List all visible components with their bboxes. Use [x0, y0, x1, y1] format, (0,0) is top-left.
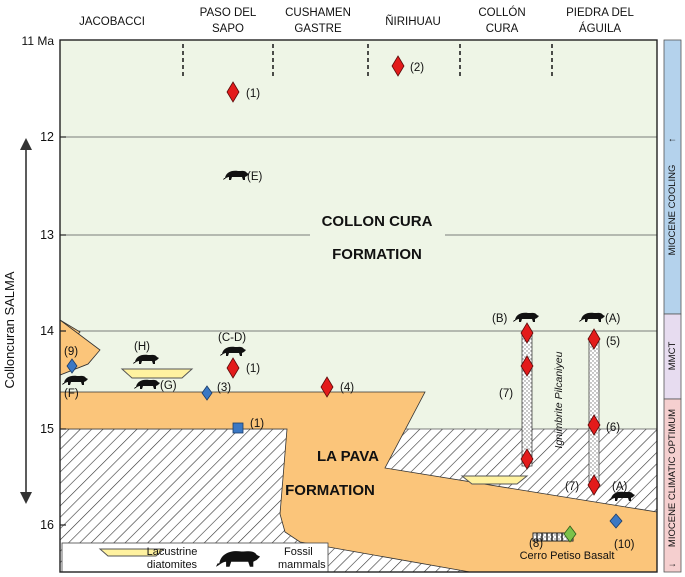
mammal-label-h: (H): [134, 341, 150, 353]
collon-cura-formation-label-2: FORMATION: [332, 246, 422, 263]
column-header-collon-cura-2: CURA: [486, 23, 519, 35]
ref-label-1-paso-upper: (1): [246, 88, 260, 100]
ref-label-8: (8): [529, 538, 543, 550]
time-tick-16: 16: [40, 518, 54, 532]
ignimbrite-column-piedra-del-aguila: [588, 339, 600, 483]
climate-band-optimum: [663, 398, 682, 573]
column-header-cushamen-2: GASTRE: [294, 23, 342, 35]
climate-label-mmct: MMCT: [667, 342, 678, 371]
ref-label-4: (4): [340, 382, 354, 394]
collon-cura-formation-label-1: COLLON CURA: [322, 213, 433, 230]
ignimbrite-label: Ignimbrite Pilcaniyeu: [553, 351, 565, 448]
ref-label-6: (6): [606, 422, 620, 434]
diatomite-lens-collon-cura: [460, 475, 529, 485]
legend-diatomite-swatch: [98, 548, 166, 557]
legend-diatomite-label-2: diatomites: [147, 559, 198, 571]
red-diamond-piedra-5: [587, 328, 601, 350]
ref-label-1-square: (1): [250, 418, 264, 430]
column-header-piedra-del-aguila-2: ÁGUILA: [579, 22, 622, 35]
legend-mammal-label-2: mammals: [278, 559, 326, 571]
ref-label-7-collon: (7): [499, 388, 513, 400]
mammal-label-f: (F): [64, 388, 79, 400]
ref-label-10: (10): [614, 539, 635, 551]
green-diamond-basalt: [563, 525, 577, 543]
basalt-label: Cerro Petiso Basalt: [520, 550, 615, 562]
red-diamond-piedra-6: [587, 414, 601, 436]
red-diamond-collon-cura-lower: [520, 448, 534, 470]
red-diamond-paso-del-sapo-1: [226, 81, 240, 103]
mammal-label-c-d: (C-D): [218, 332, 246, 344]
column-header-piedra-del-aguila-1: PIEDRA DEL: [566, 7, 634, 19]
red-diamond-collon-cura-upper: [520, 322, 534, 344]
diatomite-lens-jacobacci: [120, 368, 194, 379]
la-pava-formation-label-1: LA PAVA: [317, 448, 379, 465]
legend-box: [61, 542, 329, 573]
ref-label-5: (5): [606, 336, 620, 348]
red-diamond-collon-cura-mid: [520, 355, 534, 377]
ignimbrite-column-collon-cura: [521, 330, 533, 467]
basalt-bar-stripes: [536, 533, 563, 541]
time-tick-12: 12: [40, 130, 54, 144]
climate-arrow-optimum: ↓: [667, 563, 678, 568]
mammal-label-b: (B): [492, 313, 508, 325]
column-header-cushamen-1: CUSHAMEN: [285, 7, 351, 19]
la-pava-formation-label-2: FORMATION: [285, 482, 375, 499]
time-label-11: 11 Ma: [22, 34, 55, 48]
mammal-label-e: (E): [247, 171, 263, 183]
climate-label-optimum: MIOCENE CLIMATIC OPTIMUM: [667, 409, 678, 547]
time-tick-15: 15: [40, 422, 54, 436]
column-header-jacobacci: JACOBACCI: [79, 16, 145, 28]
ref-label-2-nirihuau: (2): [410, 62, 424, 74]
mammal-label-g: (G): [160, 380, 177, 392]
column-header-paso-del-sapo-2: SAPO: [212, 23, 244, 35]
blue-square-paso-del-sapo: [232, 422, 244, 434]
column-header-nirihuau: ÑIRIHUAU: [385, 15, 441, 28]
mammal-label-a-upper: (A): [605, 313, 621, 325]
blue-diamond-piedra-10: [609, 513, 623, 529]
ref-label-1-paso-lower: (1): [246, 363, 260, 375]
legend-diatomite-label-1: Lacustrine: [147, 546, 198, 558]
column-header-paso-del-sapo-1: PASO DEL: [200, 7, 257, 19]
climate-label-cooling: MIOCENE COOLING: [667, 165, 678, 256]
mammal-label-a-lower: (A): [612, 481, 628, 493]
ref-label-9: (9): [64, 346, 78, 358]
ref-label-7-piedra: (7): [565, 481, 579, 493]
climate-arrow-cooling: ↑: [667, 138, 678, 143]
time-tick-13: 13: [40, 228, 54, 242]
red-diamond-nirihuau-2: [391, 55, 405, 77]
time-axis: 11 Ma 12 13 14 15 16: [22, 34, 66, 532]
red-diamonds: [226, 55, 601, 496]
red-diamond-paso-del-sapo-lower: [226, 357, 240, 379]
column-header-collon-cura-1: COLLÓN: [478, 6, 525, 19]
legend-mammal-label-1: Fossil: [284, 546, 313, 558]
red-diamond-cushamen-4: [320, 376, 334, 398]
salma-label: Colloncuran SALMA: [2, 271, 17, 388]
ref-label-3: (3): [217, 382, 231, 394]
blue-diamond-jacobacci: [66, 358, 78, 374]
red-diamond-piedra-7: [587, 474, 601, 496]
panel-frame: [59, 39, 658, 573]
column-separators: [182, 44, 553, 78]
salma-range-arrow: [20, 138, 32, 504]
time-tick-14: 14: [40, 324, 54, 338]
blue-diamond-paso-del-sapo-3: [201, 385, 213, 401]
